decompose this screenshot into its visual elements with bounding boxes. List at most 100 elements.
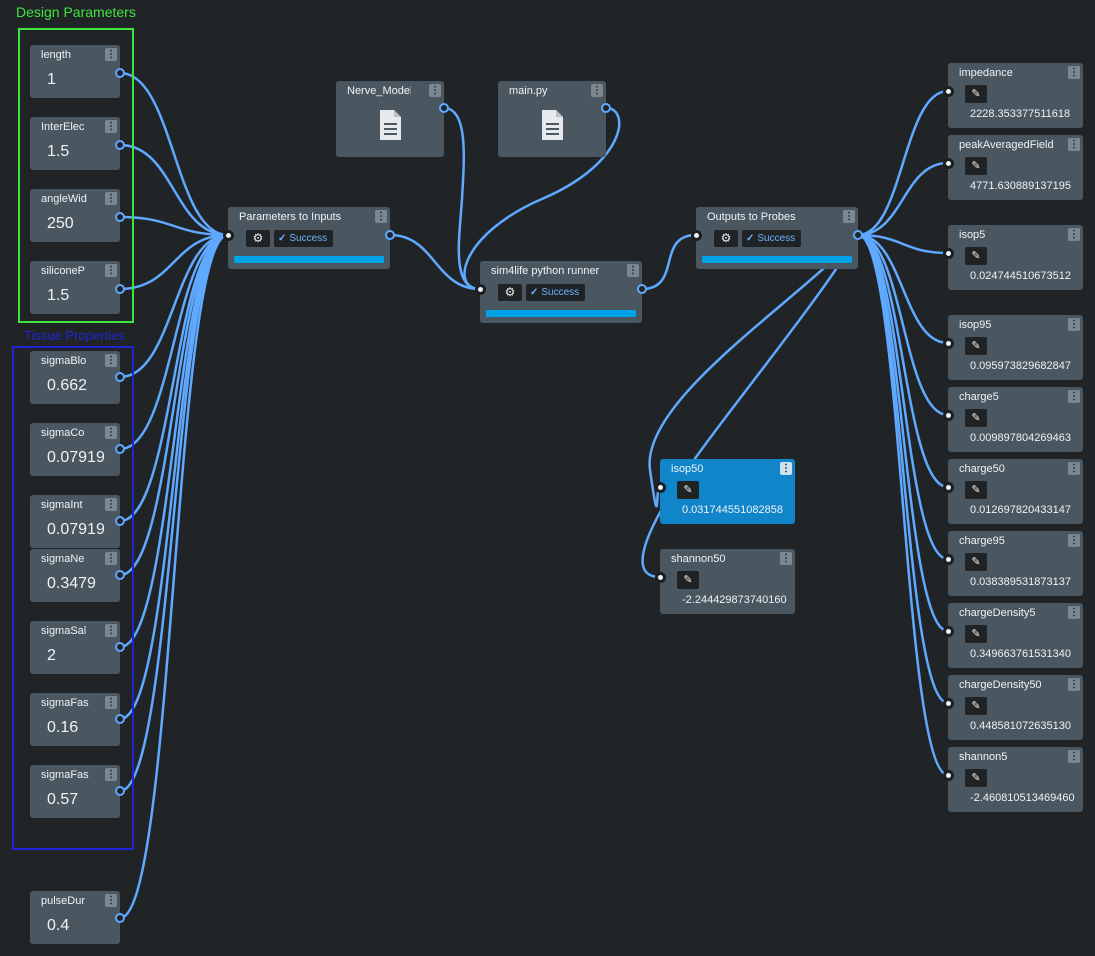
node-menu-button[interactable]: ⋮	[591, 84, 603, 97]
probe-node-isop50[interactable]: isop50 ⋮ ✎ 0.031744551082858	[655, 459, 795, 524]
node-menu-button[interactable]: ⋮	[105, 552, 117, 565]
pen-icon[interactable]: ✎	[965, 769, 987, 787]
node-menu-button[interactable]: ⋮	[105, 768, 117, 781]
file-node-nerve-model[interactable]: Nerve_Model ⋮	[336, 81, 449, 157]
node-menu-button[interactable]: ⋮	[1068, 534, 1080, 547]
pen-icon[interactable]: ✎	[965, 409, 987, 427]
input-port[interactable]	[475, 284, 486, 295]
input-port[interactable]	[943, 410, 954, 421]
node-menu-button[interactable]: ⋮	[105, 354, 117, 367]
input-port[interactable]	[943, 554, 954, 565]
gears-icon[interactable]: ⚙	[498, 284, 522, 301]
node-menu-button[interactable]: ⋮	[105, 264, 117, 277]
node-menu-button[interactable]: ⋮	[105, 48, 117, 61]
param-node-sigmaint[interactable]: sigmaInt ⋮ 0.07919	[30, 495, 125, 548]
node-menu-button[interactable]: ⋮	[780, 462, 792, 475]
output-port[interactable]	[115, 786, 125, 796]
node-menu-button[interactable]: ⋮	[843, 210, 855, 223]
param-node-sigmafas-1[interactable]: sigmaFas ⋮ 0.16	[30, 693, 125, 746]
input-port[interactable]	[223, 230, 234, 241]
param-node-pulsedur[interactable]: pulseDur ⋮ 0.4	[30, 891, 125, 944]
outputs-to-probes-node[interactable]: Outputs to Probes ⋮ ⚙ ✓Success	[691, 207, 863, 269]
output-port[interactable]	[115, 570, 125, 580]
node-menu-button[interactable]: ⋮	[105, 498, 117, 511]
node-menu-button[interactable]: ⋮	[1068, 228, 1080, 241]
output-port[interactable]	[115, 714, 125, 724]
pen-icon[interactable]: ✎	[965, 247, 987, 265]
gears-icon[interactable]: ⚙	[714, 230, 738, 247]
param-node-anglewid[interactable]: angleWid ⋮ 250	[30, 189, 125, 242]
gears-icon[interactable]: ⚙	[246, 230, 270, 247]
output-port[interactable]	[637, 284, 647, 294]
output-port[interactable]	[115, 516, 125, 526]
pen-icon[interactable]: ✎	[965, 697, 987, 715]
pen-icon[interactable]: ✎	[965, 337, 987, 355]
probe-node-chargedensity5[interactable]: chargeDensity5 ⋮ ✎ 0.349663761531340	[943, 603, 1083, 668]
probe-node-shannon50[interactable]: shannon50 ⋮ ✎ -2.244429873740160	[655, 549, 795, 614]
probe-node-charge95[interactable]: charge95 ⋮ ✎ 0.038389531873137	[943, 531, 1083, 596]
file-node-main-py[interactable]: main.py ⋮	[498, 81, 611, 157]
output-port[interactable]	[115, 140, 125, 150]
output-port[interactable]	[385, 230, 395, 240]
input-port[interactable]	[943, 158, 954, 169]
pen-icon[interactable]: ✎	[965, 553, 987, 571]
probe-node-charge50[interactable]: charge50 ⋮ ✎ 0.012697820433147	[943, 459, 1083, 524]
input-port[interactable]	[943, 482, 954, 493]
input-port[interactable]	[943, 770, 954, 781]
pen-icon[interactable]: ✎	[677, 571, 699, 589]
input-port[interactable]	[655, 482, 666, 493]
output-port[interactable]	[115, 284, 125, 294]
parameters-to-inputs-node[interactable]: Parameters to Inputs ⋮ ⚙ ✓Success	[223, 207, 395, 269]
node-menu-button[interactable]: ⋮	[105, 696, 117, 709]
node-menu-button[interactable]: ⋮	[1068, 678, 1080, 691]
node-menu-button[interactable]: ⋮	[1068, 462, 1080, 475]
status-badge[interactable]: ✓Success	[742, 230, 802, 247]
input-port[interactable]	[943, 248, 954, 259]
probe-node-isop95[interactable]: isop95 ⋮ ✎ 0.095973829682847	[943, 315, 1083, 380]
node-menu-button[interactable]: ⋮	[105, 624, 117, 637]
probe-node-peakaveragedfield[interactable]: peakAveragedField ⋮ ✎ 4771.630889137195	[943, 135, 1083, 200]
input-port[interactable]	[691, 230, 702, 241]
node-menu-button[interactable]: ⋮	[105, 120, 117, 133]
probe-node-impedance[interactable]: impedance ⋮ ✎ 2228.353377511618	[943, 63, 1083, 128]
probe-node-chargedensity50[interactable]: chargeDensity50 ⋮ ✎ 0.448581072635130	[943, 675, 1083, 740]
probe-node-shannon5[interactable]: shannon5 ⋮ ✎ -2.460810513469460	[943, 747, 1083, 812]
param-node-siliconep[interactable]: siliconeP ⋮ 1.5	[30, 261, 125, 314]
status-badge[interactable]: ✓Success	[274, 230, 334, 247]
node-menu-button[interactable]: ⋮	[1068, 606, 1080, 619]
node-menu-button[interactable]: ⋮	[1068, 138, 1080, 151]
param-node-sigmaco[interactable]: sigmaCo ⋮ 0.07919	[30, 423, 125, 476]
pen-icon[interactable]: ✎	[677, 481, 699, 499]
output-port[interactable]	[115, 68, 125, 78]
sim4life-python-runner-node[interactable]: sim4life python runner ⋮ ⚙ ✓Success	[475, 261, 647, 323]
param-node-sigmasal[interactable]: sigmaSal ⋮ 2	[30, 621, 125, 674]
probe-node-isop5[interactable]: isop5 ⋮ ✎ 0.024744510673512	[943, 225, 1083, 290]
output-port[interactable]	[115, 642, 125, 652]
output-port[interactable]	[439, 103, 449, 113]
pen-icon[interactable]: ✎	[965, 85, 987, 103]
node-menu-button[interactable]: ⋮	[105, 426, 117, 439]
param-node-interelec[interactable]: InterElec ⋮ 1.5	[30, 117, 125, 170]
param-node-length[interactable]: length ⋮ 1	[30, 45, 125, 98]
input-port[interactable]	[655, 572, 666, 583]
pen-icon[interactable]: ✎	[965, 157, 987, 175]
probe-node-charge5[interactable]: charge5 ⋮ ✎ 0.009897804269463	[943, 387, 1083, 452]
pen-icon[interactable]: ✎	[965, 481, 987, 499]
node-menu-button[interactable]: ⋮	[627, 264, 639, 277]
node-menu-button[interactable]: ⋮	[780, 552, 792, 565]
input-port[interactable]	[943, 626, 954, 637]
input-port[interactable]	[943, 698, 954, 709]
output-port[interactable]	[115, 913, 125, 923]
node-menu-button[interactable]: ⋮	[105, 894, 117, 907]
node-menu-button[interactable]: ⋮	[1068, 318, 1080, 331]
node-menu-button[interactable]: ⋮	[105, 192, 117, 205]
output-port[interactable]	[601, 103, 611, 113]
pen-icon[interactable]: ✎	[965, 625, 987, 643]
output-port[interactable]	[115, 372, 125, 382]
node-menu-button[interactable]: ⋮	[1068, 390, 1080, 403]
output-port[interactable]	[115, 212, 125, 222]
node-menu-button[interactable]: ⋮	[1068, 66, 1080, 79]
output-port[interactable]	[115, 444, 125, 454]
node-menu-button[interactable]: ⋮	[429, 84, 441, 97]
input-port[interactable]	[943, 86, 954, 97]
